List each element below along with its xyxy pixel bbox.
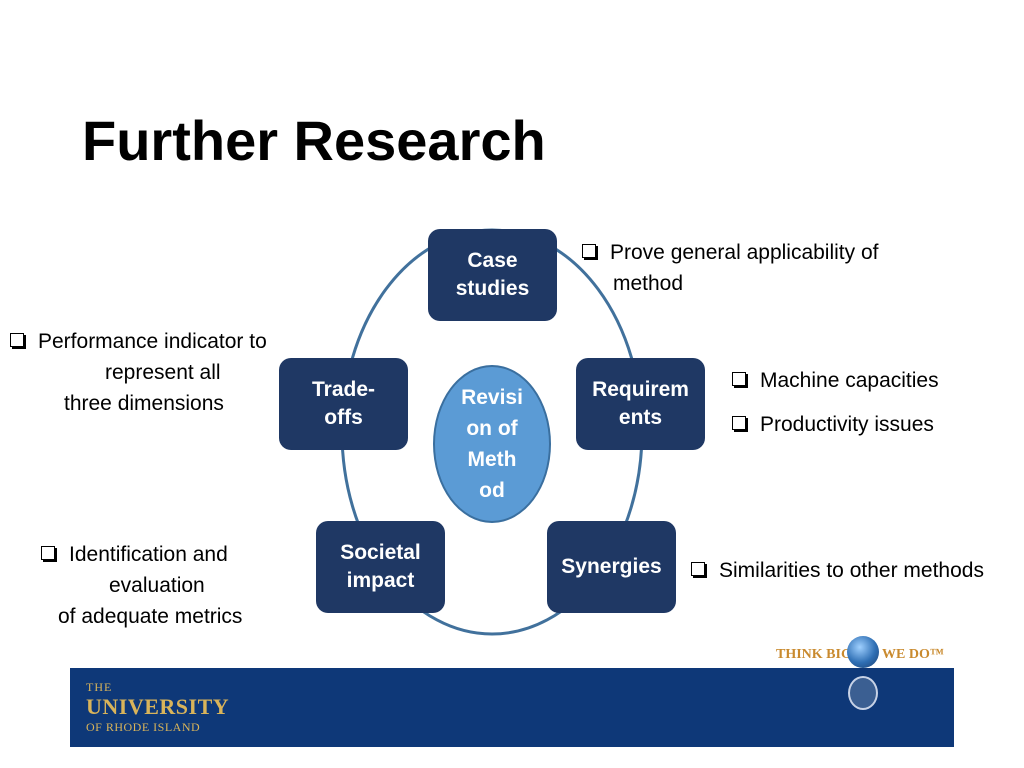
slogan-think-big: THINK BIG	[776, 647, 852, 662]
note-text: of adequate metrics	[58, 605, 243, 628]
revision-of-method-center: Revisi on of Meth od	[433, 365, 551, 523]
synergies-note: Similarities to other methods	[691, 555, 984, 586]
checkbox-bullet-icon	[732, 416, 746, 430]
slide-title: Further Research	[82, 109, 546, 172]
note-text: Identification and	[69, 543, 228, 566]
checkbox-bullet-icon	[41, 546, 55, 560]
requirements-node: Requirem ents	[576, 358, 705, 450]
university-logo: THE UNIVERSITY OF RHODE ISLAND	[86, 679, 229, 735]
requirements-note: Machine capacities Productivity issues	[732, 365, 939, 440]
logo-line-rhode-island: OF RHODE ISLAND	[86, 720, 201, 734]
case-studies-node: Case studies	[428, 229, 557, 321]
university-seal-icon	[848, 676, 878, 710]
trade-offs-node: Trade- offs	[279, 358, 408, 450]
synergies-node: Synergies	[547, 521, 676, 613]
societal-impact-node: Societal impact	[316, 521, 445, 613]
note-text: method	[613, 272, 684, 295]
checkbox-bullet-icon	[10, 333, 24, 347]
note-text: Prove general applicability of	[610, 241, 879, 264]
logo-line-the: THE	[86, 680, 113, 694]
note-text: Productivity issues	[760, 413, 934, 436]
logo-line-university: UNIVERSITY	[86, 694, 230, 719]
case-studies-note: Prove general applicability of method	[582, 237, 879, 299]
globe-icon	[847, 636, 879, 668]
note-text: Similarities to other methods	[719, 559, 984, 582]
footer-band	[70, 668, 954, 747]
note-text: evaluation	[109, 574, 205, 597]
trade-offs-note: Performance indicator to represent all t…	[10, 326, 267, 419]
checkbox-bullet-icon	[691, 562, 705, 576]
societal-impact-note: Identification and evaluation of adequat…	[41, 539, 242, 632]
note-text: three dimensions	[64, 392, 224, 415]
note-text: represent all	[105, 361, 221, 384]
slogan-we-do: WE DO™	[882, 647, 944, 662]
note-text: Machine capacities	[760, 369, 939, 392]
checkbox-bullet-icon	[582, 244, 596, 258]
note-text: Performance indicator to	[38, 330, 267, 353]
checkbox-bullet-icon	[732, 372, 746, 386]
